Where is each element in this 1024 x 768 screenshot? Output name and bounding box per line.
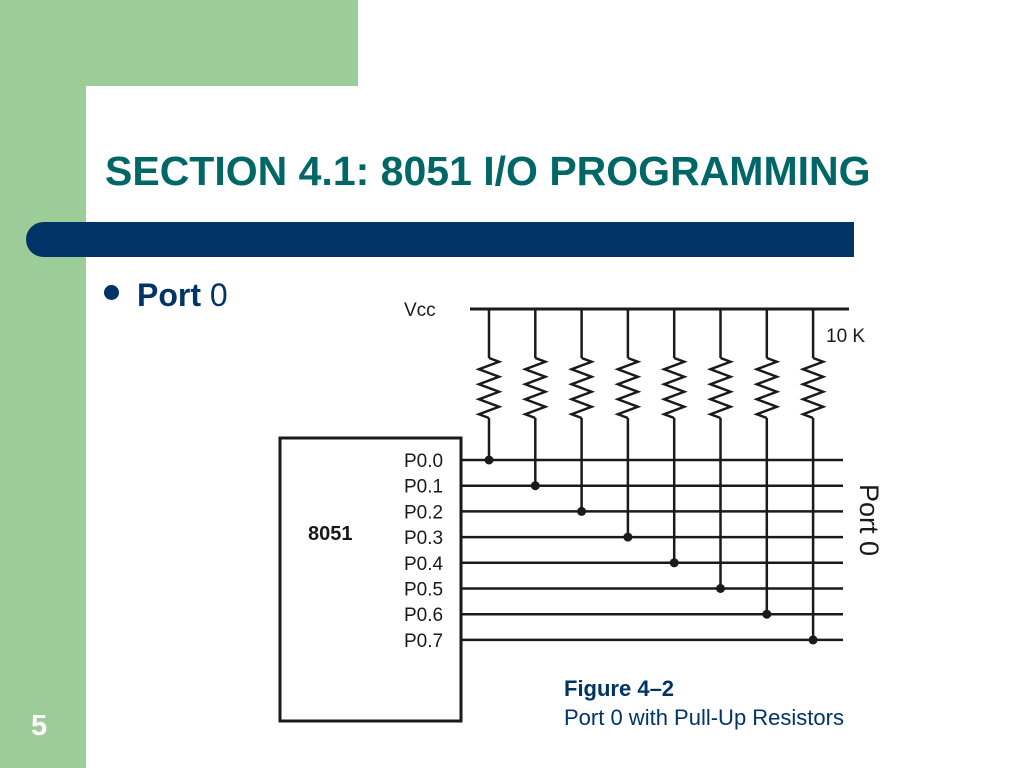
slide-title: SECTION 4.1: 8051 I/O PROGRAMMING — [105, 148, 871, 194]
junction-dot — [762, 609, 772, 619]
vcc-label: Vcc — [404, 300, 436, 321]
pin-label: P0.0 — [404, 451, 443, 472]
chip-8051 — [278, 436, 463, 723]
resistor-zigzag — [568, 356, 596, 420]
figure-caption: Figure 4–2 Port 0 with Pull-Up Resistors — [564, 675, 844, 733]
pin-labels: P0.0P0.1P0.2P0.3P0.4P0.5P0.6P0.7 — [404, 451, 444, 652]
junction-dot — [669, 558, 679, 568]
pin-lines — [461, 458, 843, 642]
bullet-rest-text: 0 — [201, 277, 228, 313]
chip-label: 8051 — [308, 523, 353, 545]
figure-description: Port 0 with Pull-Up Resistors — [564, 705, 844, 730]
junction-dot — [577, 506, 587, 516]
resistor-zigzag — [660, 356, 688, 420]
resistor-zigzag — [799, 356, 827, 420]
figure-number: Figure 4–2 — [564, 676, 675, 701]
junction-dot — [808, 635, 818, 645]
bullet-bold-text: Port — [137, 277, 201, 313]
title-underline-bar — [26, 222, 854, 257]
content-panel — [86, 86, 1024, 768]
pin-label: P0.1 — [404, 477, 443, 498]
junction-dot — [484, 455, 494, 465]
junction-dot — [716, 584, 725, 593]
pin-label: P0.4 — [404, 554, 444, 575]
pin-label: P0.5 — [404, 580, 443, 601]
pin-label: P0.7 — [404, 631, 443, 652]
pin-label: P0.3 — [404, 528, 443, 549]
pin-label: P0.6 — [404, 605, 443, 626]
resistor-value-label: 10 K — [826, 326, 865, 347]
resistor-zigzag — [521, 356, 549, 420]
pullup-resistors — [475, 309, 827, 645]
resistor-zigzag — [614, 356, 642, 420]
resistor-zigzag — [706, 356, 735, 420]
green-side-band — [0, 0, 86, 768]
port-0-vertical-label: Port 0 — [854, 484, 884, 556]
junction-dot — [530, 481, 540, 491]
bullet-dot-icon — [104, 285, 119, 300]
pin-label: P0.2 — [404, 502, 443, 523]
bullet-port-0: Port 0 — [104, 277, 228, 314]
slide-number: 5 — [31, 710, 48, 742]
resistor-zigzag — [475, 356, 503, 420]
resistor-zigzag — [753, 356, 781, 420]
junction-dot — [623, 532, 633, 542]
